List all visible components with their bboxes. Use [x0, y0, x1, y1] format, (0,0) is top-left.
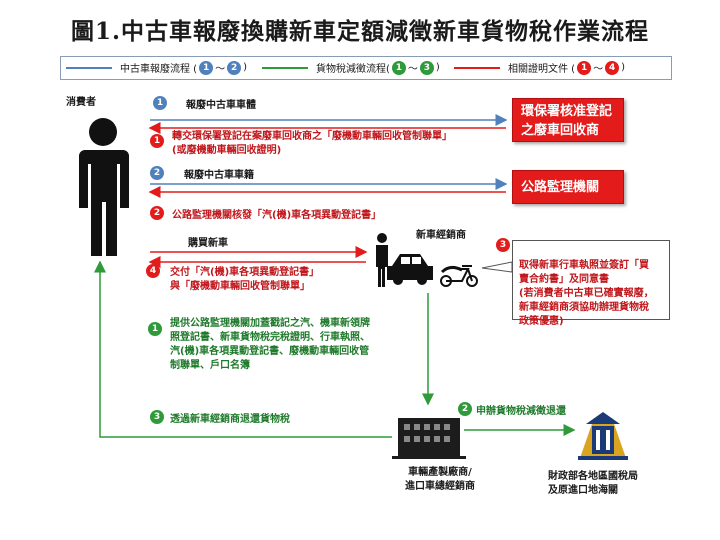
step-red-4-number: 4	[146, 264, 160, 278]
consumer-person-icon	[79, 118, 129, 256]
legend-box	[60, 56, 672, 80]
legend-red: 相關證明文件 ( 1 ～ 4 )	[454, 60, 625, 75]
legend-red-to: 4	[605, 60, 620, 75]
step-red-2-number: 2	[150, 206, 164, 220]
legend-blue: 中古車報廢流程 ( 1 ～ 2 )	[66, 60, 247, 75]
callout-pointer	[481, 261, 513, 273]
step-green-3-text: 透過新車經銷商退還貨物稅	[170, 414, 290, 425]
recycler-box: 環保署核准登記 之廢車回收商	[512, 98, 624, 142]
step-green-2-number: 2	[458, 402, 472, 416]
scooter-icon	[440, 265, 478, 287]
legend-blue-label: 中古車報廢流程 (	[120, 64, 198, 75]
step-red-2-text: 公路監理機關核發「汽(機)車各項異動登記書」	[172, 210, 382, 221]
step-green-1-text: 提供公路監理機關加蓋戳記之汽、機車新領牌 照登記書、新車貨物稅完稅證明、行車執照…	[170, 318, 370, 371]
step-blue-2-text: 報廢中古車車籍	[184, 170, 254, 181]
step-red-4-text: 交付「汽(機)車各項異動登記書」 與「廢機動車輛回收管制聯單」	[170, 267, 320, 292]
dealer-car-icon	[376, 233, 433, 287]
step-buy-text: 購買新車	[188, 238, 228, 249]
step-red-3-callout: 取得新車行車執照並簽訂「買 賣合約書」及同意書 (若消費者中古車已確實報廢， 新…	[512, 240, 670, 327]
step-red-3-text: 取得新車行車執照並簽訂「買 賣合約書」及同意書 (若消費者中古車已確實報廢， 新…	[519, 260, 654, 327]
legend-green-sep: ～	[407, 64, 418, 75]
legend-blue-line	[66, 66, 112, 69]
legend-blue-from: 1	[199, 60, 214, 75]
tax-office-label: 財政部各地區國稅局 及原進口地海關	[548, 471, 638, 496]
legend-blue-to: 2	[227, 60, 242, 75]
legend-green: 貨物稅減徵流程( 1 ～ 3 )	[262, 60, 440, 75]
page-title: 圖1.中古車報廢換購新車定額減徵新車貨物稅作業流程	[70, 18, 649, 45]
legend-green-to: 3	[419, 60, 434, 75]
step-green-2-text: 申辦貨物稅減徵退還	[476, 406, 566, 417]
step-green-1-number: 1	[148, 322, 162, 336]
dealer-label: 新車經銷商	[416, 230, 466, 241]
legend-green-label: 貨物稅減徵流程(	[316, 64, 390, 75]
tax-bureau-emblem-icon	[578, 412, 628, 460]
legend-red-close: )	[621, 62, 625, 73]
legend-red-line	[454, 66, 500, 69]
factory-building-icon	[392, 418, 466, 459]
step-red-3-number: 3	[496, 238, 510, 252]
legend-red-label: 相關證明文件 (	[508, 64, 576, 75]
dmv-box: 公路監理機關	[512, 170, 624, 204]
arrow-green-3	[94, 260, 392, 438]
legend-red-from: 1	[577, 60, 592, 75]
consumer-label: 消費者	[66, 97, 96, 108]
step-blue-2-number: 2	[150, 166, 164, 180]
legend-blue-close: )	[243, 62, 247, 73]
step-blue-1-number: 1	[153, 96, 167, 110]
legend-blue-sep: ～	[215, 64, 226, 75]
legend-green-close: )	[435, 62, 440, 73]
legend-green-line	[262, 66, 308, 69]
step-blue-1-text: 報廢中古車車體	[186, 100, 256, 111]
manufacturer-label: 車輛產製廠商/ 進口車總經銷商	[405, 467, 475, 492]
legend-green-from: 1	[391, 60, 406, 75]
legend-red-sep: ～	[593, 64, 604, 75]
step-red-1-text: 轉交環保署登記在案廢車回收商之「廢機動車輛回收管制聯單」 (或廢機動車輛回收證明…	[172, 131, 452, 156]
step-red-1-number: 1	[150, 134, 164, 148]
step-green-3-number: 3	[150, 410, 164, 424]
